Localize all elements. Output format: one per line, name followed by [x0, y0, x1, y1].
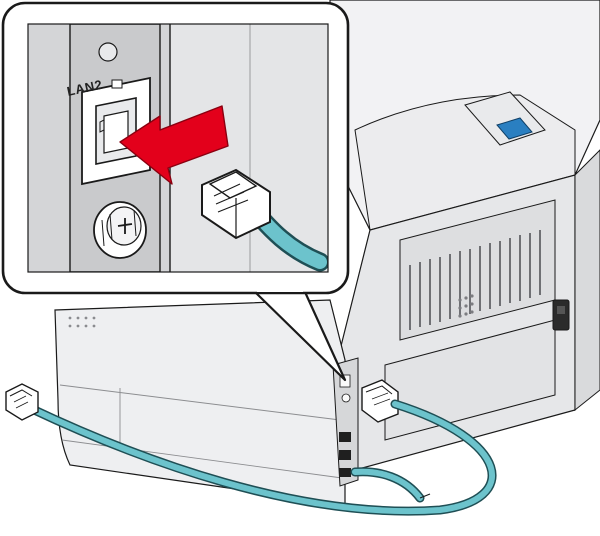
connected-rj45-plug: [361, 379, 399, 423]
thumbscrew: [93, 201, 147, 259]
lan-cable: [25, 399, 497, 516]
callout-zoom-view: LAN2: [28, 24, 328, 272]
printer: [54, 0, 600, 506]
blue-release-button: [496, 117, 533, 140]
insert-direction-arrow: [119, 105, 229, 185]
callout-balloon: LAN2: [1, 1, 350, 382]
side-vent: [68, 316, 96, 328]
port-label: LAN2: [66, 77, 104, 99]
callout-rj45-plug: [201, 168, 271, 240]
top-latch: [464, 91, 546, 146]
power-inlet: [552, 299, 570, 331]
lan2-port: [81, 76, 151, 186]
small-rear-vent: [458, 294, 474, 318]
printer-right-side: [574, 149, 600, 412]
loose-rj45-plug: [5, 383, 39, 421]
